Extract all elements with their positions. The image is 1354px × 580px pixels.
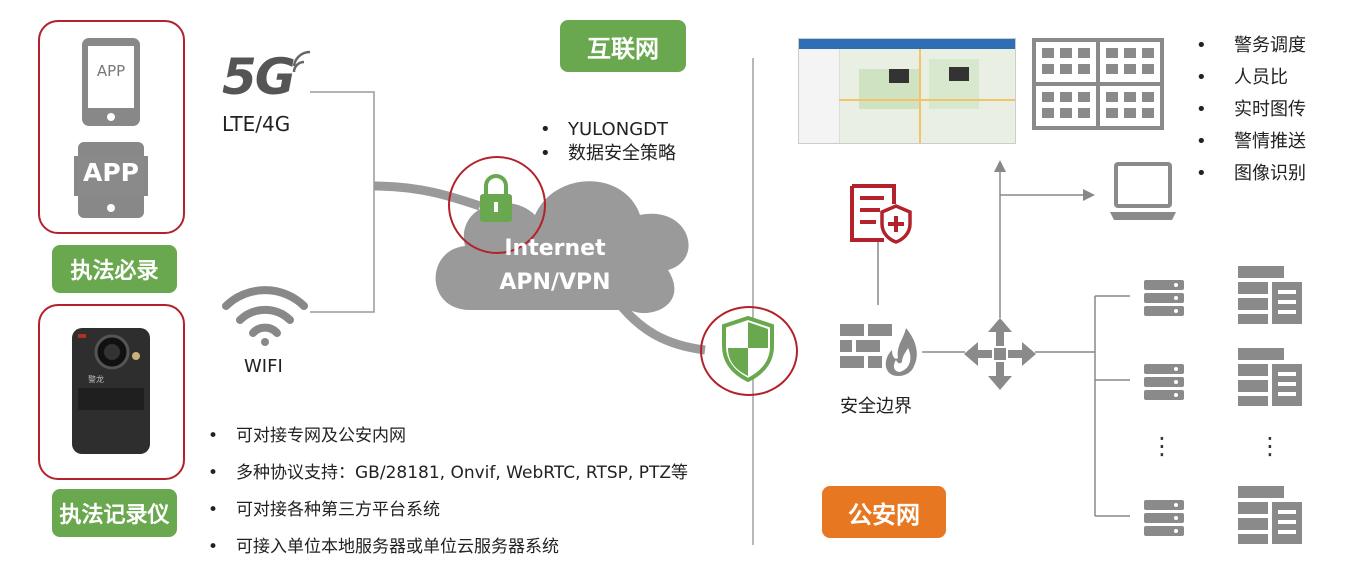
service-item: 图像识别 <box>1196 158 1306 190</box>
body-camera-image <box>72 328 150 454</box>
security-note-item: YULONGDT <box>540 118 676 142</box>
service-item: 实时图传 <box>1196 94 1306 126</box>
phone-app-icon <box>74 142 148 218</box>
app-label-top: APP <box>96 62 126 80</box>
lock-circle <box>448 156 546 254</box>
feature-item: 可接入单位本地服务器或单位云服务器系统 <box>208 529 688 566</box>
cloud-line-2: APN/VPN <box>499 270 611 295</box>
security-boundary-label: 安全边界 <box>840 396 912 417</box>
storage-icon <box>1238 266 1302 324</box>
five-g-label: 5G <box>222 48 296 106</box>
feature-item: 可对接各种第三方平台系统 <box>208 492 688 529</box>
feature-item: 可对接专网及公安内网 <box>208 418 688 455</box>
firewall-icon <box>840 324 917 376</box>
police-net-tag: 公安网 <box>822 486 946 538</box>
features-list: 可对接专网及公安内网 多种协议支持：GB/28181, Onvif, WebRT… <box>208 418 688 566</box>
server-icon <box>1144 364 1184 400</box>
feature-item: 多种协议支持：GB/28181, Onvif, WebRTC, RTSP, PT… <box>208 455 688 492</box>
security-note-item: 数据安全策略 <box>540 142 676 166</box>
lte-label: LTE/4G <box>222 112 291 136</box>
lock-icon <box>480 174 512 222</box>
internet-tag: 互联网 <box>560 20 686 72</box>
shield-circle <box>700 306 798 396</box>
security-policy-icon <box>850 184 912 244</box>
storage-ellipsis: ⋮ <box>1258 432 1282 460</box>
wifi-label: WIFI <box>244 356 283 377</box>
service-item: 人员比 <box>1196 62 1306 94</box>
dispatch-map-screenshot <box>798 38 1016 144</box>
service-item: 警情推送 <box>1196 126 1306 158</box>
storage-icon <box>1238 486 1302 544</box>
cloud-line-1: Internet <box>504 236 606 261</box>
server-ellipsis: ⋮ <box>1150 432 1174 460</box>
signal-icon <box>292 50 311 73</box>
tablet-app-icon <box>82 38 140 126</box>
server-icon <box>1144 500 1184 536</box>
service-item: 警务调度 <box>1196 30 1306 62</box>
storage-icon <box>1238 348 1302 406</box>
services-list: 警务调度 人员比 实时图传 警情推送 图像识别 <box>1196 30 1306 190</box>
law-enforcement-tag: 执法必录 <box>52 245 177 293</box>
recorder-tag: 执法记录仪 <box>52 489 177 537</box>
laptop-icon <box>1110 162 1176 220</box>
security-notes-list: YULONGDT 数据安全策略 <box>540 118 676 166</box>
app-label-bottom: APP <box>83 158 139 187</box>
shield-icon <box>722 316 774 382</box>
app-device-frame <box>38 20 185 234</box>
server-icon <box>1144 280 1184 316</box>
network-hub-icon <box>964 318 1036 390</box>
video-wall-icon <box>1032 38 1164 130</box>
recorder-brand: 警龙 <box>88 375 104 384</box>
recorder-frame <box>38 304 185 480</box>
wifi-icon <box>222 286 308 346</box>
